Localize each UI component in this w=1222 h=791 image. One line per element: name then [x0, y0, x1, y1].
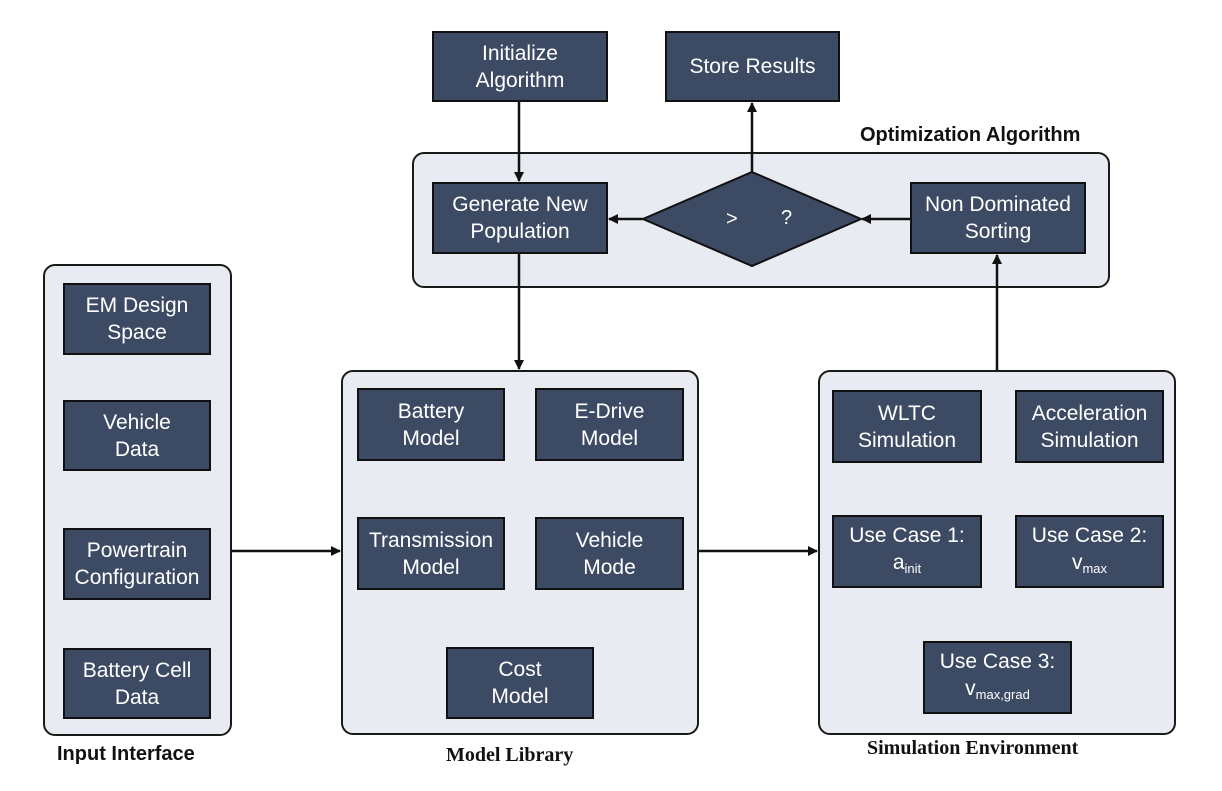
use-case-2-symbol-sub: max	[1082, 560, 1108, 576]
input-item-label: Vehicle Data	[103, 410, 171, 461]
initialize-algorithm-label: Initialize Algorithm	[475, 41, 565, 92]
battery-model-box: Battery Model	[357, 388, 505, 461]
use-case-3-symbol-sub: max,grad	[975, 686, 1030, 702]
use-case-2-box: Use Case 2: vmax	[1015, 515, 1164, 588]
use-case-1-label: Use Case 1:	[849, 523, 965, 547]
use-case-3-symbol-main: v	[965, 676, 976, 700]
use-case-1-box: Use Case 1: ainit	[832, 515, 982, 588]
use-case-2-symbol: vmax	[1032, 549, 1148, 582]
generate-new-population-label: Generate New Population	[452, 193, 588, 243]
use-case-3-symbol: vmax,grad	[940, 675, 1056, 708]
use-case-2-symbol-main: v	[1071, 550, 1083, 574]
battery-model-label: Battery Model	[397, 399, 465, 450]
input-item-label: Powertrain Configuration	[74, 539, 200, 589]
input-interface-title: Input Interface	[57, 743, 195, 765]
wltc-simulation-label: WLTC Simulation	[857, 401, 957, 452]
transmission-model-box: Transmission Model	[357, 517, 505, 590]
acceleration-simulation-label: Acceleration Simulation	[1031, 401, 1148, 452]
use-case-2-label: Use Case 2:	[1031, 523, 1148, 547]
vehicle-model-box: Vehicle Mode	[535, 517, 684, 590]
decision-diamond	[640, 170, 864, 268]
decision-greater-than: >	[726, 208, 738, 230]
input-item-label: Battery Cell Data	[82, 658, 192, 709]
use-case-3-label: Use Case 3:	[939, 649, 1056, 673]
e-drive-model-label: E-Drive Model	[574, 399, 645, 450]
initialize-algorithm-box: Initialize Algorithm	[432, 31, 608, 102]
use-case-1-symbol-main: a	[892, 550, 905, 574]
vehicle-model-label: Vehicle Mode	[575, 528, 644, 579]
input-item-em-design-space: EM Design Space	[63, 283, 211, 355]
simulation-environment-title: Simulation Environment	[867, 737, 1079, 759]
decision-question-mark: ?	[781, 207, 793, 229]
transmission-model-label: Transmission Model	[368, 528, 494, 579]
e-drive-model-box: E-Drive Model	[535, 388, 684, 461]
non-dominated-sorting-label: Non Dominated Sorting	[925, 193, 1071, 243]
generate-new-population-box: Generate New Population	[432, 182, 608, 254]
model-library-title: Model Library	[446, 744, 574, 766]
optimization-algorithm-title: Optimization Algorithm	[860, 124, 1081, 146]
input-item-powertrain-configuration: Powertrain Configuration	[63, 528, 211, 600]
input-item-label: EM Design Space	[85, 294, 189, 344]
input-item-vehicle-data: Vehicle Data	[63, 400, 211, 471]
wltc-simulation-box: WLTC Simulation	[832, 390, 982, 463]
acceleration-simulation-box: Acceleration Simulation	[1015, 390, 1164, 463]
cost-model-box: Cost Model	[446, 647, 594, 719]
use-case-1-symbol-sub: init	[904, 560, 922, 576]
input-item-battery-cell-data: Battery Cell Data	[63, 648, 211, 719]
non-dominated-sorting-box: Non Dominated Sorting	[910, 182, 1086, 254]
cost-model-label: Cost Model	[491, 658, 549, 708]
store-results-label: Store Results	[689, 55, 816, 78]
use-case-3-box: Use Case 3: vmax,grad	[923, 641, 1072, 714]
use-case-1-symbol: ainit	[849, 549, 965, 582]
store-results-box: Store Results	[665, 31, 840, 102]
